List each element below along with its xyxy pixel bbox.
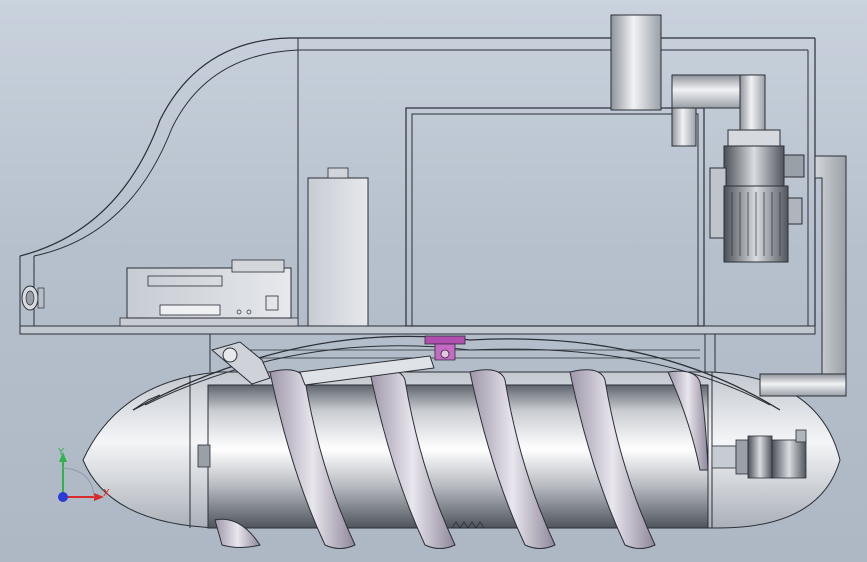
axis-x-label: X	[103, 488, 110, 499]
cab-enclosure	[19, 37, 816, 326]
battery-cabinet	[307, 167, 369, 327]
rear-hub-motor	[711, 429, 807, 479]
coordinate-triad-icon: Y X	[57, 447, 110, 502]
headlight	[21, 285, 45, 311]
drive-gear-teeth	[451, 521, 485, 529]
engine-housing	[405, 107, 705, 327]
axis-y-label: Y	[57, 447, 65, 458]
linkage-arm	[210, 335, 466, 386]
drive-motor	[709, 129, 805, 263]
side-duct	[759, 155, 847, 397]
exhaust-stack	[610, 14, 766, 147]
control-unit	[119, 259, 299, 327]
helical-flights	[214, 369, 709, 549]
